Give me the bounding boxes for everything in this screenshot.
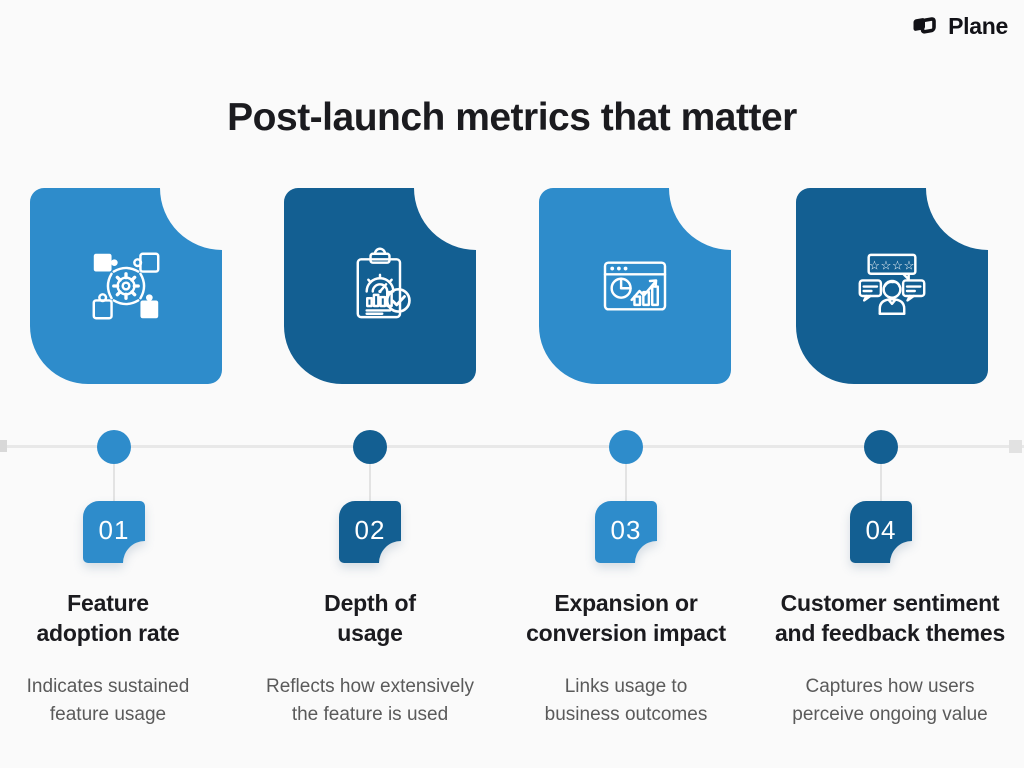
card-shape [796, 188, 988, 384]
timeline-dot-1 [97, 430, 131, 464]
step-card-4: ☆☆☆☆ [796, 188, 988, 384]
step-number-badge-2: 02 [339, 501, 401, 563]
step-number-badge-3: 03 [595, 501, 657, 563]
step-card-1 [30, 188, 222, 384]
timeline-dot-2 [353, 430, 387, 464]
brand-logo: Plane [911, 13, 1008, 40]
connector-line-4 [880, 464, 882, 502]
svg-text:☆☆☆☆: ☆☆☆☆ [869, 258, 915, 272]
card-shape [30, 188, 222, 384]
dashboard-growth-icon [539, 188, 731, 384]
step-number: 04 [865, 514, 897, 545]
card-shape [539, 188, 731, 384]
step-description-3: Links usage to business outcomes [544, 676, 708, 725]
step-title-3: Expansion or conversion impact [526, 590, 726, 646]
timeline-line [0, 445, 1024, 448]
step-card-3 [539, 188, 731, 384]
step-number: 02 [354, 514, 386, 545]
timeline-dot-3 [609, 430, 643, 464]
timeline-dot-4 [864, 430, 898, 464]
page-title: Post-launch metrics that matter [227, 96, 797, 139]
step-number-badge-1: 01 [83, 501, 145, 563]
connector-line-3 [625, 464, 627, 502]
step-title-4: Customer sentiment and feedback themes [774, 590, 1006, 646]
step-description-2: Reflects how extensively the feature is … [265, 676, 475, 725]
brand-name: Plane [948, 13, 1008, 39]
timeline-left-cap [0, 440, 7, 452]
customer-feedback-icon: ☆☆☆☆ [796, 188, 988, 384]
step-number: 01 [98, 514, 130, 545]
clipboard-gauge-icon [284, 188, 476, 384]
step-description-4: Captures how users perceive ongoing valu… [792, 676, 988, 725]
step-title-2: Depth of usage [324, 590, 416, 646]
puzzle-gear-icon [30, 188, 222, 384]
step-card-2 [284, 188, 476, 384]
plane-logo-icon [911, 14, 941, 40]
step-title-1: Feature adoption rate [36, 590, 180, 646]
timeline-right-cap [1009, 440, 1022, 453]
step-number-badge-4: 04 [850, 501, 912, 563]
connector-line-1 [113, 464, 115, 502]
step-number: 03 [610, 514, 642, 545]
step-description-1: Indicates sustained feature usage [26, 676, 190, 725]
card-shape [284, 188, 476, 384]
connector-line-2 [369, 464, 371, 502]
